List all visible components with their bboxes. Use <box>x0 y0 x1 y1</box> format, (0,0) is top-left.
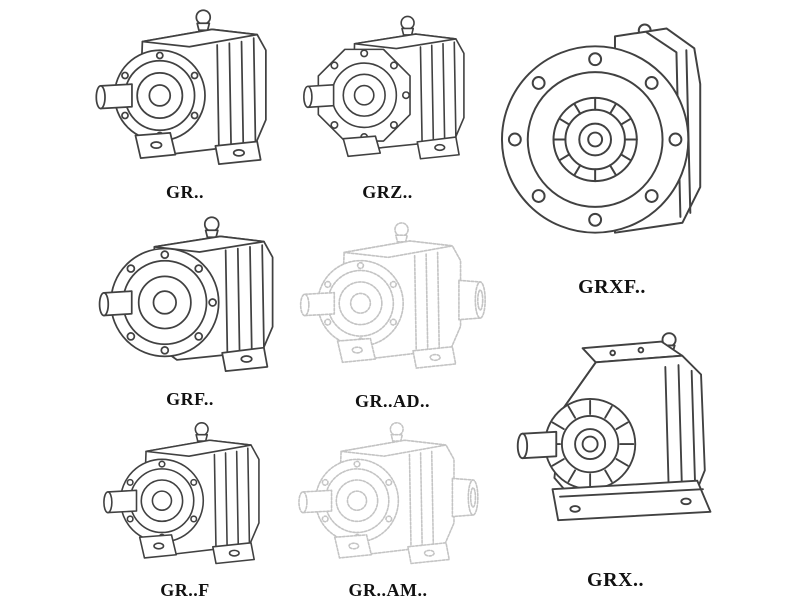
grxf-gearbox-drawing <box>498 5 726 274</box>
catalog-cell-grz: GRZ.. <box>295 5 480 205</box>
model-label-grxf: GRXF.. <box>578 276 646 298</box>
catalog-cell-grxf: GRXF.. <box>498 5 726 300</box>
model-label-gr-f: GR..F <box>160 580 210 600</box>
catalog-cell-gr-f: GR..F <box>85 418 285 600</box>
catalog-cell-gr: GR.. <box>85 5 285 205</box>
model-label-grf: GRF.. <box>166 389 214 409</box>
model-label-gr-ad: GR..AD.. <box>355 391 430 411</box>
grz-gearbox-drawing <box>295 5 480 179</box>
gr-am-gearbox-drawing <box>288 418 488 577</box>
model-label-grx: GRX.. <box>587 569 644 591</box>
model-label-grz: GRZ.. <box>362 182 413 202</box>
grf-gearbox-drawing <box>90 212 290 386</box>
gr-gearbox-drawing <box>85 5 285 179</box>
catalog-cell-grx: GRX.. <box>498 308 733 593</box>
catalog-cell-gr-am: GR..AM.. <box>288 418 488 600</box>
model-label-gr: GR.. <box>166 182 204 202</box>
catalog-cell-grf: GRF.. <box>90 212 290 412</box>
gr-ad-gearbox-drawing <box>290 212 495 388</box>
grx-gearbox-drawing <box>498 308 733 567</box>
gr-f-gearbox-drawing <box>85 418 285 577</box>
catalog-cell-gr-ad: GR..AD.. <box>290 212 495 414</box>
model-label-gr-am: GR..AM.. <box>348 580 428 600</box>
